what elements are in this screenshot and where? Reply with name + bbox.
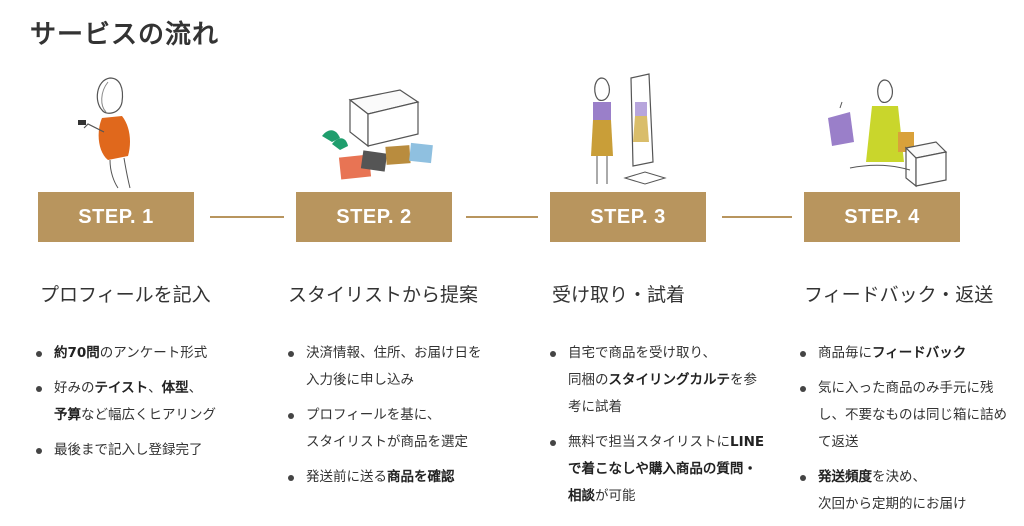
step-3-bullet-list: 自宅で商品を受け取り、同梱のスタイリングカルテを参考に試着無料で担当スタイリスト… (550, 340, 764, 518)
bullet-line: 予算など幅広くヒアリング (54, 402, 216, 429)
bullet-line: 入力後に申し込み (306, 367, 482, 394)
bullet-line: で着こなしや購入商品の質問・ (568, 456, 764, 483)
bullet-text: が可能 (595, 488, 636, 504)
emphasis-text: 商品を確認 (387, 469, 455, 485)
step-2-heading: スタイリストから提案 (288, 284, 479, 306)
bullet-item: プロフィールを基に、スタイリストが商品を選定 (288, 402, 482, 456)
bullet-line: 発送前に送る商品を確認 (306, 464, 482, 491)
step-1-bullet-list: 約70問のアンケート形式好みのテイスト、体型、予算など幅広くヒアリング最後まで記… (36, 340, 216, 472)
bullet-line: 約70問のアンケート形式 (54, 340, 216, 367)
emphasis-text: テイスト (94, 380, 149, 396)
bullet-text: を決め、 (872, 469, 926, 485)
step-1-badge: STEP. 1 (38, 192, 194, 242)
bullet-line: て返送 (818, 429, 1007, 456)
emphasis-text: LINE (730, 434, 765, 450)
step-connector (722, 216, 792, 218)
bullet-text: 、 (148, 380, 162, 396)
step-connector (210, 216, 284, 218)
step-3-heading: 受け取り・試着 (552, 284, 686, 306)
bullet-text: し、不要なものは同じ箱に詰め (818, 407, 1007, 423)
step-2-bullet-list: 決済情報、住所、お届け日を入力後に申し込みプロフィールを基に、スタイリストが商品… (288, 340, 482, 499)
bullet-text: スタイリストが商品を選定 (306, 434, 468, 450)
bullet-text: 自宅で商品を受け取り、 (568, 345, 716, 361)
bullet-text: 無料で担当スタイリストに (568, 434, 730, 450)
bullet-text: 商品毎に (818, 345, 872, 361)
bullet-text: 次回から定期的にお届け (818, 496, 967, 512)
bullet-line: 気に入った商品のみ手元に残 (818, 375, 1007, 402)
bullet-line: し、不要なものは同じ箱に詰め (818, 402, 1007, 429)
bullet-line: 商品毎にフィードバック (818, 340, 1007, 367)
bullet-line: 次回から定期的にお届け (818, 491, 1007, 518)
bullet-text: 、 (188, 380, 203, 396)
emphasis-text: で着こなしや購入商品の質問・ (568, 461, 757, 477)
bullet-line: プロフィールを基に、 (306, 402, 482, 429)
emphasis-text: フィードバック (872, 345, 967, 361)
bullet-item: 気に入った商品のみ手元に残し、不要なものは同じ箱に詰めて返送 (800, 375, 1007, 456)
bullet-line: 相談が可能 (568, 483, 764, 510)
step-4-badge: STEP. 4 (804, 192, 960, 242)
emphasis-text: 相談 (568, 488, 595, 504)
step-2-badge: STEP. 2 (296, 192, 452, 242)
bullet-text: 発送前に送る (306, 469, 387, 485)
bullet-text: プロフィールを基に、 (306, 407, 441, 423)
bullet-line: 考に試着 (568, 394, 764, 421)
step-4-bullet-list: 商品毎にフィードバック気に入った商品のみ手元に残し、不要なものは同じ箱に詰めて返… (800, 340, 1007, 526)
step-4-heading: フィードバック・返送 (804, 284, 994, 306)
emphasis-text: 約70問 (54, 345, 100, 361)
bullet-item: 発送頻度を決め、次回から定期的にお届け (800, 464, 1007, 518)
emphasis-text: 体型 (161, 380, 189, 396)
bullet-text: など幅広くヒアリング (81, 407, 216, 423)
bullet-item: 自宅で商品を受け取り、同梱のスタイリングカルテを参考に試着 (550, 340, 764, 421)
step-3-badge: STEP. 3 (550, 192, 706, 242)
bullet-item: 約70問のアンケート形式 (36, 340, 216, 367)
bullet-item: 発送前に送る商品を確認 (288, 464, 482, 491)
step-connector (466, 216, 538, 218)
bullet-line: 決済情報、住所、お届け日を (306, 340, 482, 367)
bullet-text: 同梱の (568, 372, 609, 388)
bullet-item: 最後まで記入し登録完了 (36, 437, 216, 464)
bullet-line: 同梱のスタイリングカルテを参 (568, 367, 764, 394)
bullet-item: 決済情報、住所、お届け日を入力後に申し込み (288, 340, 482, 394)
woman-with-phone-illustration (70, 72, 160, 190)
bullet-text: 好みの (54, 380, 95, 396)
bullet-text: 気に入った商品のみ手元に残 (818, 380, 994, 396)
bullet-item: 好みのテイスト、体型、予算など幅広くヒアリング (36, 375, 216, 429)
bullet-text: 考に試着 (568, 399, 622, 415)
emphasis-text: 発送頻度 (818, 469, 872, 485)
bullet-line: 好みのテイスト、体型、 (54, 375, 216, 402)
bullet-text: のアンケート形式 (99, 345, 208, 361)
bullet-text: を参 (730, 372, 757, 388)
bullet-line: 無料で担当スタイリストにLINE (568, 429, 764, 456)
bullet-text: 最後まで記入し登録完了 (54, 442, 203, 458)
emphasis-text: スタイリングカルテ (608, 372, 731, 388)
woman-packing-box-illustration (820, 72, 950, 190)
bullet-line: 自宅で商品を受け取り、 (568, 340, 764, 367)
bullet-line: スタイリストが商品を選定 (306, 429, 482, 456)
box-and-clothes-illustration (310, 72, 440, 190)
emphasis-text: 予算 (54, 407, 81, 423)
woman-at-mirror-illustration (575, 72, 670, 190)
page-title: サービスの流れ (30, 20, 220, 50)
bullet-line: 発送頻度を決め、 (818, 464, 1007, 491)
bullet-item: 商品毎にフィードバック (800, 340, 1007, 367)
bullet-text: 決済情報、住所、お届け日を (306, 345, 482, 361)
bullet-line: 最後まで記入し登録完了 (54, 437, 216, 464)
step-1-heading: プロフィールを記入 (40, 284, 211, 306)
bullet-text: て返送 (818, 434, 859, 450)
bullet-text: 入力後に申し込み (306, 372, 414, 388)
